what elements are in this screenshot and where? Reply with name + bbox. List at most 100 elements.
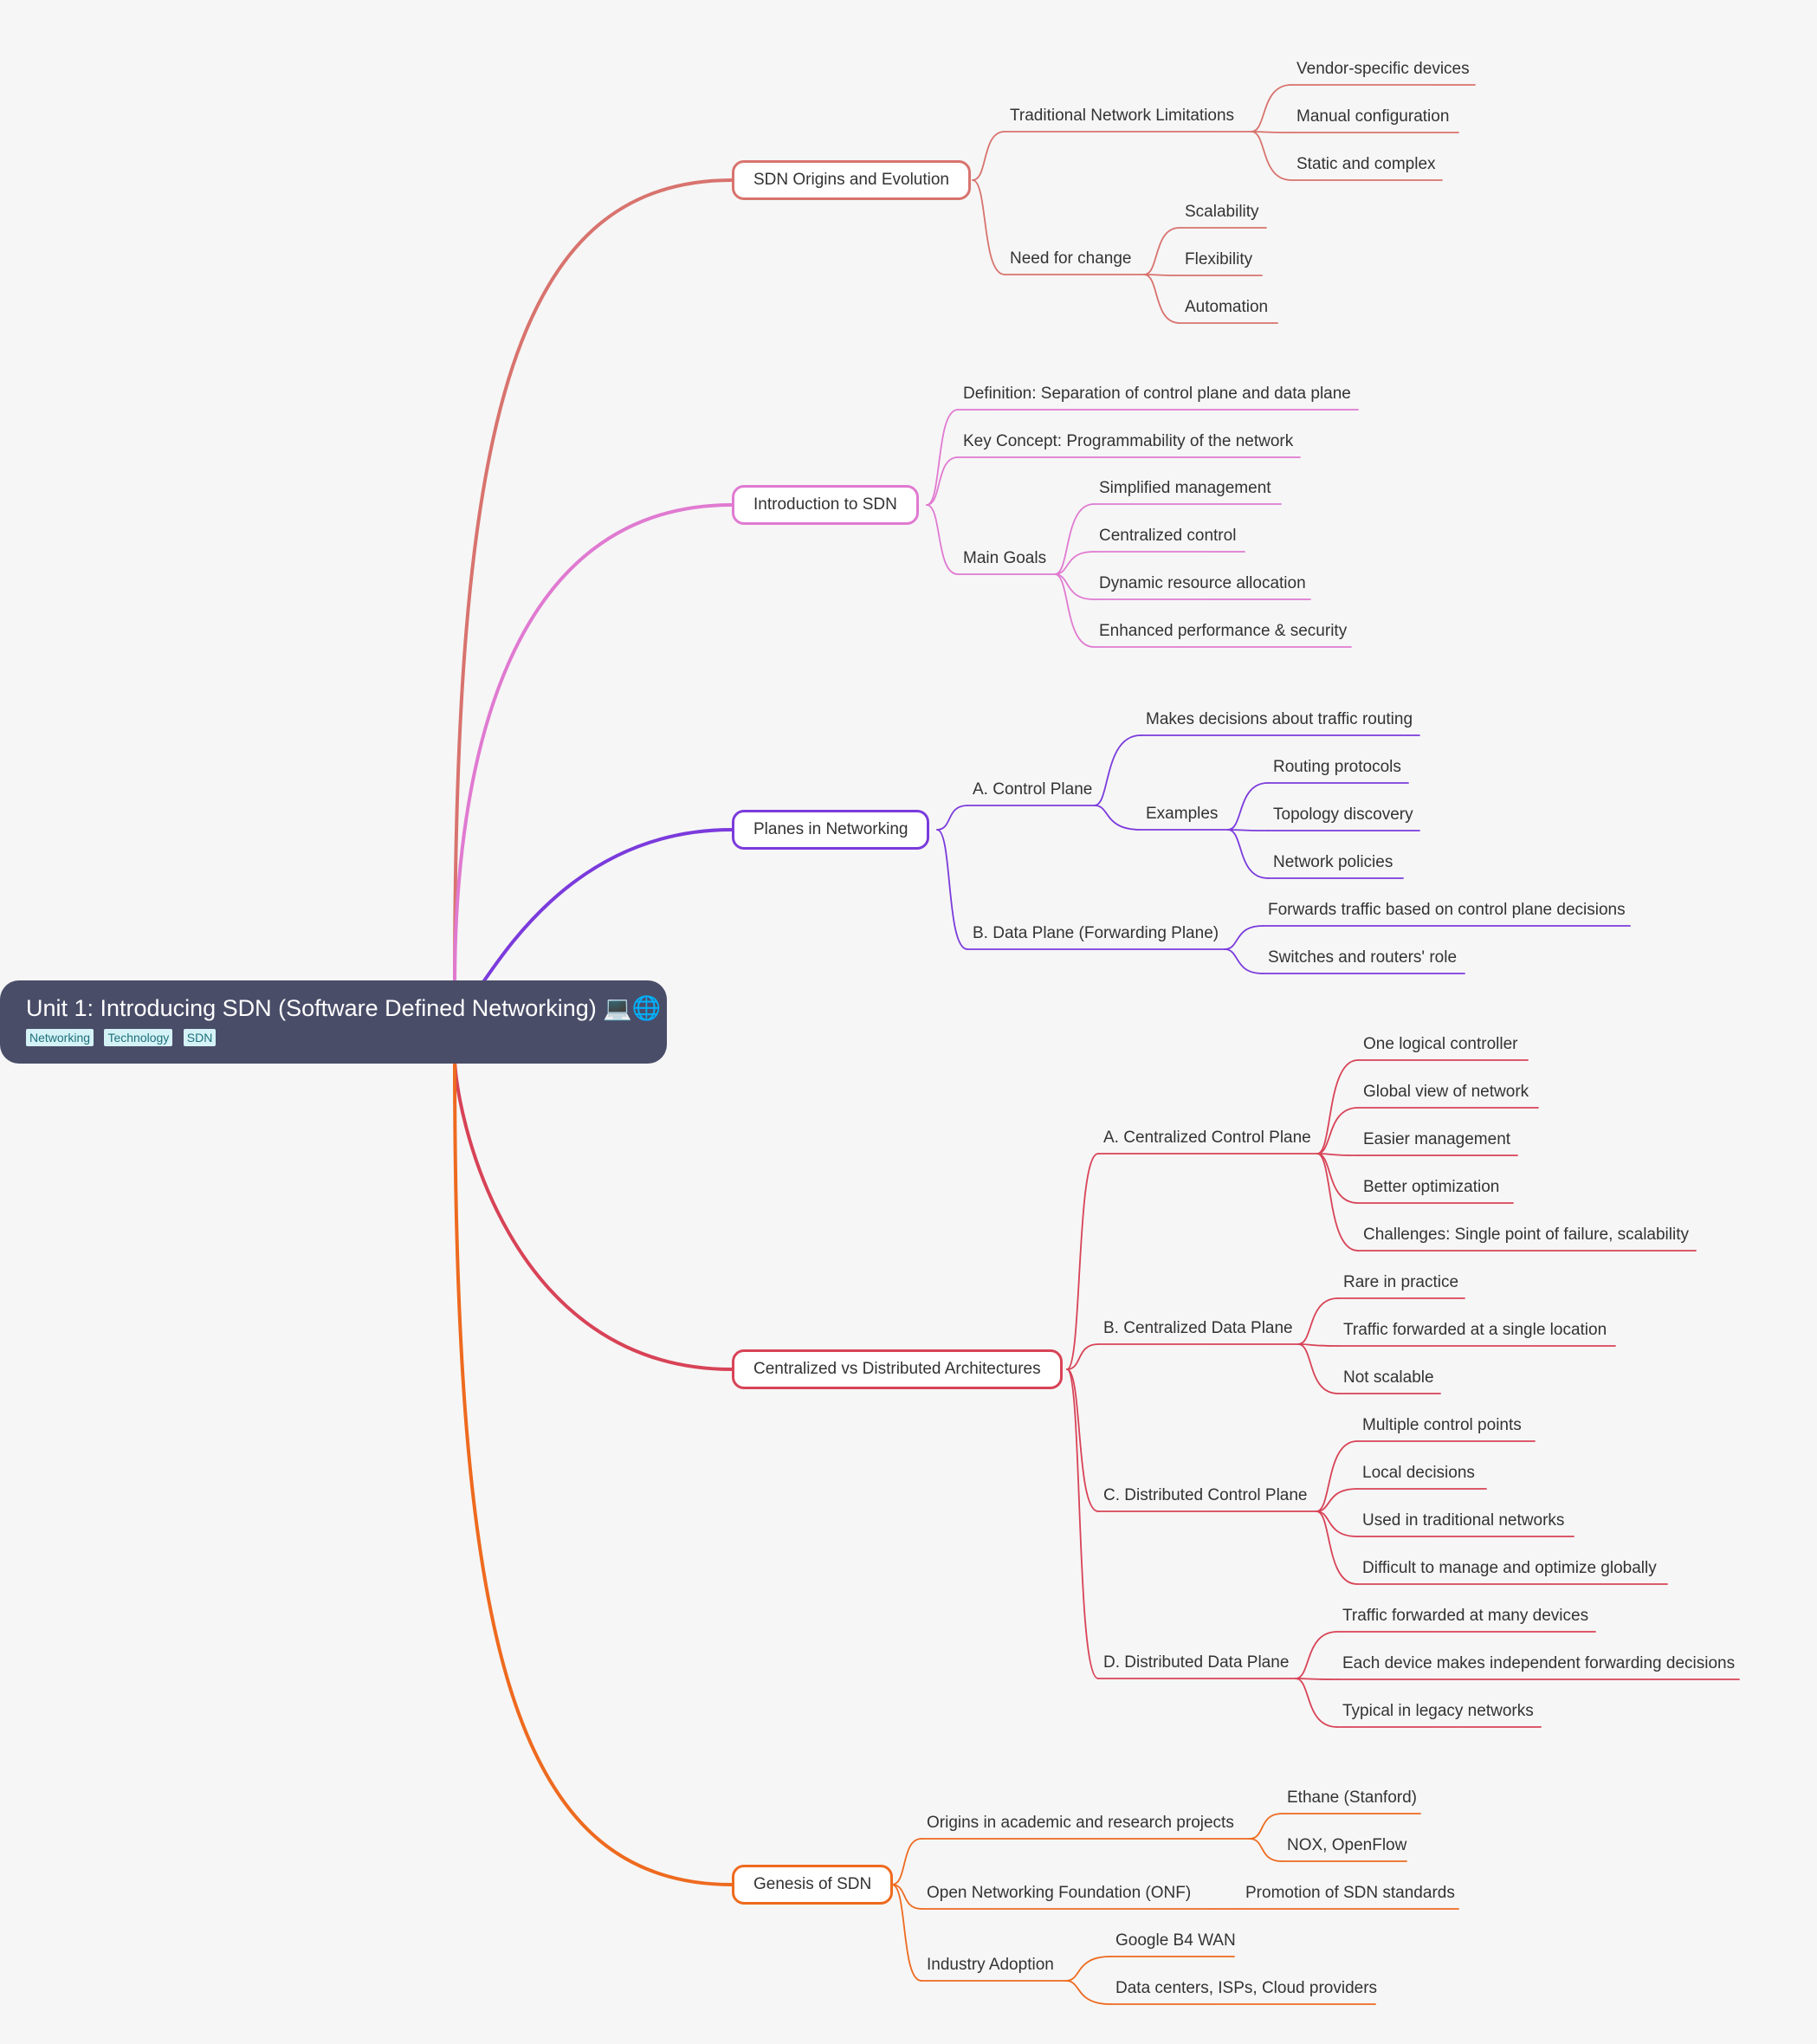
tag-sdn[interactable]: SDN <box>183 1029 217 1046</box>
branch-genesis-of-sdn[interactable]: Genesis of SDN <box>732 1865 894 1905</box>
topic-connector <box>1251 131 1292 133</box>
topic-connector <box>1054 551 1095 575</box>
topic-nox-openflow[interactable]: NOX, OpenFlow <box>1287 1836 1407 1854</box>
topic-connector <box>891 1884 922 1910</box>
topic-connector <box>1227 829 1269 831</box>
topic-connector <box>1066 1153 1099 1370</box>
topic-origins-in-academic-and-research-project[interactable]: Origins in academic and research project… <box>927 1814 1234 1832</box>
topic-b-data-plane-forwarding-plane[interactable]: B. Data Plane (Forwarding Plane) <box>973 924 1219 942</box>
topic-connector <box>1316 1510 1358 1537</box>
topic-connector <box>1316 1153 1359 1156</box>
branch-centralized-vs-distributed-architectures[interactable]: Centralized vs Distributed Architectures <box>732 1349 1063 1389</box>
topic-connector <box>926 504 959 575</box>
topic-connector <box>1066 1368 1099 1512</box>
topic-manual-configuration[interactable]: Manual configuration <box>1296 107 1450 126</box>
topic-vendor-specific-devices[interactable]: Vendor-specific devices <box>1296 60 1470 78</box>
topic-one-logical-controller[interactable]: One logical controller <box>1363 1035 1518 1053</box>
root-title: Unit 1: Introducing SDN (Software Define… <box>26 995 662 1021</box>
root-node[interactable]: Unit 1: Introducing SDN (Software Define… <box>0 980 667 1064</box>
topic-promotion-of-sdn-standards[interactable]: Promotion of SDN standards <box>1245 1884 1455 1902</box>
topic-rare-in-practice[interactable]: Rare in practice <box>1343 1273 1459 1291</box>
topic-ethane-stanford[interactable]: Ethane (Stanford) <box>1287 1788 1417 1807</box>
topic-main-goals[interactable]: Main Goals <box>963 549 1047 567</box>
topic-google-b4-wan[interactable]: Google B4 WAN <box>1115 1931 1236 1950</box>
topic-not-scalable[interactable]: Not scalable <box>1343 1368 1434 1387</box>
tag-list: Networking Technology SDN <box>26 1029 641 1046</box>
topic-connector <box>1316 1153 1359 1204</box>
topic-connector <box>891 1884 922 1982</box>
topic-centralized-control[interactable]: Centralized control <box>1099 527 1237 545</box>
topic-d-distributed-data-plane[interactable]: D. Distributed Data Plane <box>1103 1653 1290 1672</box>
topic-connector <box>1143 227 1180 275</box>
topic-connector <box>1065 1956 1111 1982</box>
topic-difficult-to-manage-and-optimize-globall[interactable]: Difficult to manage and optimize globall… <box>1362 1559 1657 1577</box>
topic-connector <box>1249 1838 1283 1862</box>
tag-networking[interactable]: Networking <box>26 1029 94 1046</box>
topic-flexibility[interactable]: Flexibility <box>1185 250 1253 268</box>
topic-used-in-traditional-networks[interactable]: Used in traditional networks <box>1362 1511 1565 1530</box>
branch-sdn-origins-and-evolution[interactable]: SDN Origins and Evolution <box>732 160 971 200</box>
topic-better-optimization[interactable]: Better optimization <box>1363 1178 1500 1196</box>
tag-technology[interactable]: Technology <box>104 1029 173 1046</box>
topic-topology-discovery[interactable]: Topology discovery <box>1273 805 1413 824</box>
topic-connector <box>891 1838 922 1886</box>
topic-connector <box>1251 84 1292 133</box>
topic-multiple-control-points[interactable]: Multiple control points <box>1362 1416 1522 1434</box>
topic-connector <box>1224 925 1264 950</box>
topic-need-for-change[interactable]: Need for change <box>1010 249 1132 268</box>
topic-c-distributed-control-plane[interactable]: C. Distributed Control Plane <box>1103 1486 1308 1504</box>
topic-traffic-forwarded-at-a-single-location[interactable]: Traffic forwarded at a single location <box>1343 1321 1607 1339</box>
topic-connector <box>1316 1440 1358 1512</box>
topic-switches-and-routers-role[interactable]: Switches and routers' role <box>1268 948 1458 967</box>
topic-routing-protocols[interactable]: Routing protocols <box>1273 758 1401 776</box>
topic-industry-adoption[interactable]: Industry Adoption <box>927 1956 1054 1974</box>
topic-dynamic-resource-allocation[interactable]: Dynamic resource allocation <box>1099 574 1306 592</box>
topic-forwards-traffic-based-on-control-plane-[interactable]: Forwards traffic based on control plane … <box>1268 901 1626 919</box>
topic-traditional-network-limitations[interactable]: Traditional Network Limitations <box>1010 107 1235 125</box>
topic-static-and-complex[interactable]: Static and complex <box>1296 155 1436 173</box>
topic-connector <box>1316 1107 1359 1155</box>
topic-connector <box>1297 1343 1339 1347</box>
branch-planes-in-networking[interactable]: Planes in Networking <box>732 810 930 850</box>
topic-scalability[interactable]: Scalability <box>1185 203 1259 221</box>
topic-connector <box>1295 1678 1338 1728</box>
branch-introduction-to-sdn[interactable]: Introduction to SDN <box>732 485 919 525</box>
topic-definition-separation-of-control-plane-a[interactable]: Definition: Separation of control plane … <box>963 385 1351 403</box>
topic-simplified-management[interactable]: Simplified management <box>1099 479 1271 497</box>
topic-key-concept-programmability-of-the-netwo[interactable]: Key Concept: Programmability of the netw… <box>963 432 1294 450</box>
topic-traffic-forwarded-at-many-devices[interactable]: Traffic forwarded at many devices <box>1342 1607 1589 1625</box>
topic-connector <box>1251 131 1292 181</box>
topic-connector <box>1249 1813 1283 1840</box>
topic-connector <box>936 805 968 831</box>
topic-connector <box>1094 734 1141 806</box>
topic-connector <box>1066 1343 1099 1370</box>
topic-connector <box>936 829 968 950</box>
topic-connector <box>1094 805 1141 831</box>
topic-automation[interactable]: Automation <box>1185 298 1269 316</box>
topic-a-control-plane[interactable]: A. Control Plane <box>973 780 1093 799</box>
topic-connector <box>1066 1368 1099 1679</box>
topic-connector <box>1054 573 1095 648</box>
topic-connector <box>1295 1631 1338 1679</box>
topic-connector <box>972 179 1005 275</box>
topic-connector <box>1224 948 1264 974</box>
topic-data-centers-isps-cloud-providers[interactable]: Data centers, ISPs, Cloud providers <box>1115 1979 1378 1997</box>
topic-local-decisions[interactable]: Local decisions <box>1362 1464 1475 1482</box>
topic-connector <box>1297 1343 1339 1394</box>
topic-connector <box>1297 1297 1339 1345</box>
topic-connector <box>1065 1980 1111 2005</box>
topic-enhanced-performance-security[interactable]: Enhanced performance & security <box>1099 622 1348 640</box>
topic-each-device-makes-independent-forwarding[interactable]: Each device makes independent forwarding… <box>1342 1654 1736 1672</box>
topic-open-networking-foundation-onf[interactable]: Open Networking Foundation (ONF) <box>927 1884 1192 1902</box>
topic-examples[interactable]: Examples <box>1146 805 1219 823</box>
topic-easier-management[interactable]: Easier management <box>1363 1130 1511 1148</box>
topic-makes-decisions-about-traffic-routing[interactable]: Makes decisions about traffic routing <box>1146 710 1413 728</box>
topic-challenges-single-point-of-failure-scala[interactable]: Challenges: Single point of failure, sca… <box>1363 1226 1689 1244</box>
topic-a-centralized-control-plane[interactable]: A. Centralized Control Plane <box>1103 1129 1311 1147</box>
topic-b-centralized-data-plane[interactable]: B. Centralized Data Plane <box>1103 1319 1293 1337</box>
topic-network-policies[interactable]: Network policies <box>1273 853 1393 871</box>
topic-typical-in-legacy-networks[interactable]: Typical in legacy networks <box>1342 1702 1534 1720</box>
topic-connector <box>1316 1510 1358 1585</box>
topic-global-view-of-network[interactable]: Global view of network <box>1363 1083 1529 1101</box>
